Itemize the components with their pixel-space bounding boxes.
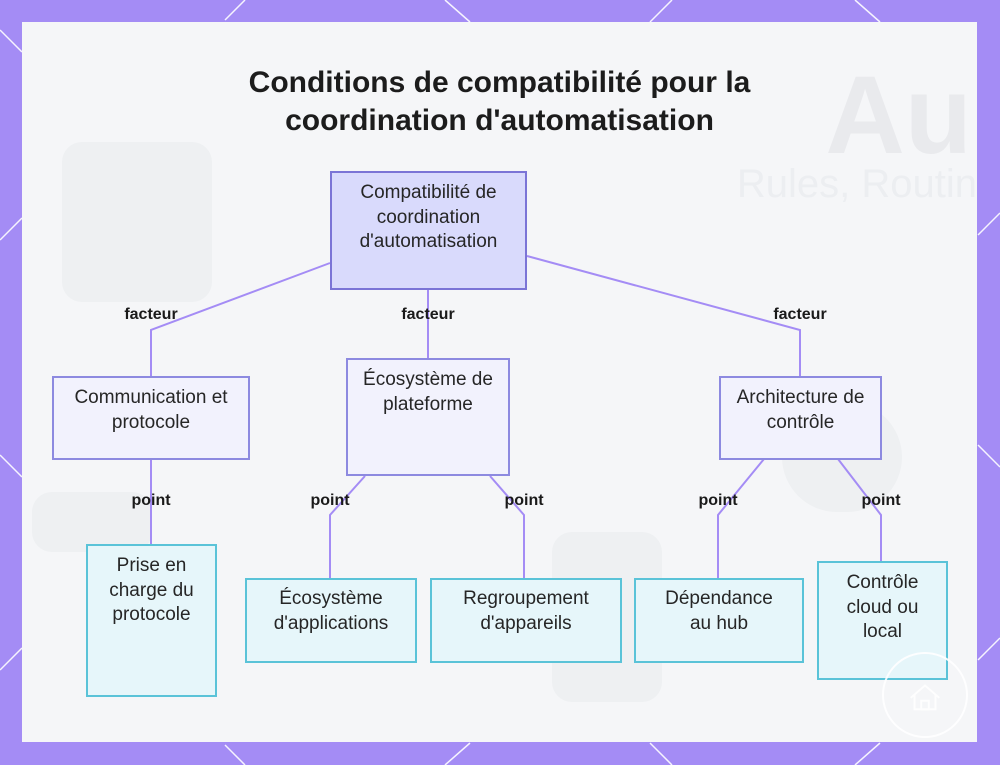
connector: [489, 475, 525, 578]
connector: [150, 262, 331, 376]
connector: [329, 475, 366, 578]
root-node: Compatibilité de coordination d'automati…: [330, 171, 527, 290]
point-label: Écosystème d'applications: [273, 588, 389, 634]
point-label: Contrôle cloud ou local: [846, 572, 919, 642]
point-label: Regroupement d'appareils: [463, 588, 589, 634]
root-label: Compatibilité de coordination d'automati…: [359, 182, 498, 252]
edge-label-facteur: facteur: [124, 306, 178, 323]
background-text: Au: [825, 54, 972, 177]
title-line: coordination d'automatisation: [285, 104, 714, 137]
edge-label-facteur: facteur: [401, 306, 455, 323]
connector: [837, 458, 882, 561]
edge-label-point: point: [861, 492, 901, 509]
point-node-device-grouping: Regroupement d'appareils: [430, 578, 622, 663]
factor-node-architecture: Architecture de contrôle: [719, 376, 882, 460]
connector: [526, 255, 801, 376]
background-text: Rules, Routin: [736, 162, 977, 206]
factor-node-ecosystem: Écosystème de plateforme: [346, 358, 510, 476]
point-label: Prise en charge du protocole: [109, 555, 194, 625]
background-shape: [32, 492, 152, 552]
edge-label-point: point: [310, 492, 350, 509]
edge-label-point: point: [698, 492, 738, 509]
connector: [717, 458, 765, 578]
factor-node-communication: Communication et protocole: [52, 376, 250, 460]
factor-label: Architecture de contrôle: [736, 387, 865, 433]
edge-label-point: point: [131, 492, 171, 509]
factor-label: Écosystème de plateforme: [363, 369, 493, 415]
point-label: Dépendance au hub: [665, 588, 773, 634]
edge-label-point: point: [504, 492, 544, 509]
edge-label-facteur: facteur: [773, 306, 827, 323]
point-node-app-ecosystem: Écosystème d'applications: [245, 578, 417, 663]
diagram-title: Conditions de compatibilité pour la coor…: [22, 64, 977, 140]
home-icon: [910, 684, 940, 711]
point-node-hub-dependency: Dépendance au hub: [634, 578, 804, 663]
background-shape: [62, 142, 212, 302]
title-line: Conditions de compatibilité pour la: [248, 66, 751, 99]
factor-label: Communication et protocole: [74, 387, 228, 433]
point-node-protocol-support: Prise en charge du protocole: [86, 544, 217, 697]
watermark-badge: [882, 652, 968, 738]
